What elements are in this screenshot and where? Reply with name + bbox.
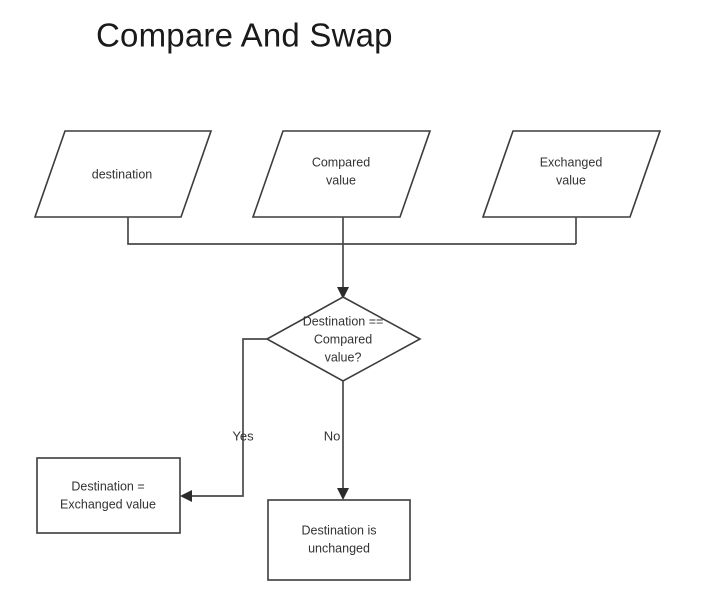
connector-bus-line (127, 217, 576, 245)
node-input-destination: destination (33, 130, 213, 218)
node-label-decision-line1: Destination == (303, 314, 384, 328)
rectangle-shape (267, 499, 411, 581)
node-process-unchanged: Destination is unchanged (267, 499, 411, 581)
node-input-exchanged-value: Exchanged value (481, 130, 662, 218)
arrowhead-into-unchanged (337, 488, 349, 500)
edge-yes-branch: Yes (180, 338, 267, 502)
node-label-assign-line2: Exchanged value (60, 497, 156, 511)
edge-inputs-to-decision (127, 217, 577, 299)
edge-no-branch: No (324, 381, 349, 500)
node-label-exchanged-line1: Exchanged (540, 155, 603, 169)
rectangle-shape (36, 457, 181, 534)
node-label-decision-line3: value? (325, 350, 362, 364)
node-label-unchanged-line1: Destination is (301, 523, 376, 537)
node-decision-compare: Destination == Compared value? (265, 296, 422, 382)
parallelogram-shape (481, 130, 662, 218)
page-title: Compare And Swap (96, 17, 393, 54)
node-label-decision-line2: Compared (314, 332, 372, 346)
arrowhead-into-decision (337, 287, 349, 299)
node-label-assign-line1: Destination = (71, 479, 144, 493)
node-label-unchanged-line2: unchanged (308, 541, 370, 555)
parallelogram-shape (33, 130, 213, 218)
node-process-assign: Destination = Exchanged value (36, 457, 181, 534)
node-input-compared-value: Compared value (251, 130, 432, 218)
node-label-exchanged-line2: value (556, 173, 586, 187)
edge-label-yes: Yes (232, 428, 254, 443)
parallelogram-shape (251, 130, 432, 218)
edge-label-no: No (324, 428, 341, 443)
connector-yes-path (190, 338, 267, 497)
node-label-destination: destination (92, 167, 153, 181)
node-label-compared-line2: value (326, 173, 356, 187)
node-label-compared-line1: Compared (312, 155, 370, 169)
arrowhead-into-assign (180, 490, 192, 502)
